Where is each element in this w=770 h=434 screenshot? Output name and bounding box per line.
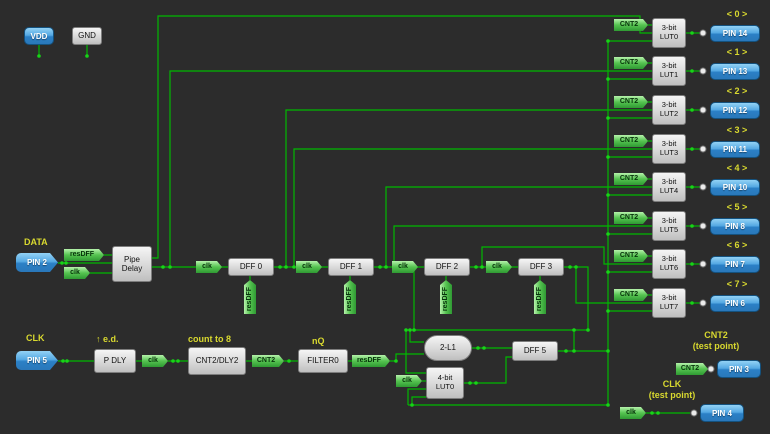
tag-resdff-dff2[interactable]: resDFF [440,280,452,314]
pin-5[interactable]: PIN 5 [16,351,58,370]
block-filter0[interactable]: FILTER0 [298,349,348,373]
lut-3bit-2[interactable]: 3-bit LUT2 [652,95,686,125]
tag-cnt2-row-4[interactable]: CNT2 [614,173,648,185]
pin-6[interactable]: PIN 6 [710,295,760,312]
vdd-block[interactable]: VDD [24,27,54,45]
block-p-dly[interactable]: P DLY [94,349,136,373]
tp-cnt2-tag[interactable]: CNT2 [676,363,708,375]
pin-8[interactable]: PIN 8 [710,218,760,235]
block-4bit-lut0[interactable]: 4-bit LUT0 [426,367,464,399]
data-label: DATA [24,237,48,247]
tag-resdff-dff1-label: resDFF [344,280,356,314]
pin-13[interactable]: PIN 13 [710,63,760,80]
block-dff-1[interactable]: DFF 1 [328,258,374,276]
tag-resdff-out[interactable]: resDFF [352,355,390,367]
tag-clk-pipe[interactable]: clk [64,267,90,279]
block-cnt2-dly2[interactable]: CNT2/DLY2 [188,347,246,375]
pin-3[interactable]: PIN 3 [717,360,761,378]
tag-cnt2-row-0[interactable]: CNT2 [614,19,648,31]
pin-7[interactable]: PIN 7 [710,256,760,273]
lut-3bit-1[interactable]: 3-bit LUT1 [652,56,686,86]
gnd-block[interactable]: GND [72,27,102,45]
tag-cnt2-row-6[interactable]: CNT2 [614,250,648,262]
tag-clk-counter[interactable]: clk [142,355,168,367]
lut-3bit-3[interactable]: 3-bit LUT3 [652,134,686,164]
tag-clk-lut4[interactable]: clk [396,375,422,387]
bit-label-2: < 2 > [726,86,748,96]
tag-clk-dff0[interactable]: clk [196,261,222,273]
tag-resdff-dff3[interactable]: resDFF [534,280,546,314]
tp-clk-label: CLK (test point) [648,379,696,400]
bit-label-0: < 0 > [726,9,748,19]
block-2-l1[interactable]: 2-L1 [424,335,472,361]
pin-11[interactable]: PIN 11 [710,141,760,158]
tag-resdff-dff0-label: resDFF [244,280,256,314]
pin-10[interactable]: PIN 10 [710,179,760,196]
tag-cnt2-row-2[interactable]: CNT2 [614,96,648,108]
block-dff-2[interactable]: DFF 2 [424,258,470,276]
tag-cnt2-row-1[interactable]: CNT2 [614,57,648,69]
block-pipe-delay[interactable]: Pipe Delay [112,246,152,282]
pin-12[interactable]: PIN 12 [710,102,760,119]
tag-resdff-dff0[interactable]: resDFF [244,280,256,314]
tag-cnt2-row-3[interactable]: CNT2 [614,135,648,147]
tag-cnt2-out[interactable]: CNT2 [252,355,284,367]
clk-label: CLK [26,333,45,343]
bit-label-3: < 3 > [726,125,748,135]
tag-resdff-dff1[interactable]: resDFF [344,280,356,314]
lut-3bit-6[interactable]: 3-bit LUT6 [652,249,686,279]
lut-3bit-0[interactable]: 3-bit LUT0 [652,18,686,48]
tag-clk-dff1[interactable]: clk [296,261,322,273]
bit-label-1: < 1 > [726,47,748,57]
tag-clk-dff3[interactable]: clk [486,261,512,273]
pin-2[interactable]: PIN 2 [16,253,58,272]
pin-4[interactable]: PIN 4 [700,404,744,422]
tag-resdff-dff2-label: resDFF [440,280,452,314]
bit-label-7: < 7 > [726,279,748,289]
block-dff-5[interactable]: DFF 5 [512,341,558,361]
lut-3bit-4[interactable]: 3-bit LUT4 [652,172,686,202]
bit-label-6: < 6 > [726,240,748,250]
tag-resdff-dff3-label: resDFF [534,280,546,314]
count-to-8-label: count to 8 [188,334,231,344]
block-dff-0[interactable]: DFF 0 [228,258,274,276]
block-dff-3[interactable]: DFF 3 [518,258,564,276]
bit-label-5: < 5 > [726,202,748,212]
pin-14[interactable]: PIN 14 [710,25,760,42]
tag-resdff-pipe[interactable]: resDFF [64,249,104,261]
bit-label-4: < 4 > [726,163,748,173]
tag-cnt2-row-7[interactable]: CNT2 [614,289,648,301]
tag-clk-dff2[interactable]: clk [392,261,418,273]
edge-detect-label: ↑ e.d. [96,334,119,344]
tp-clk-tag[interactable]: clk [620,407,646,419]
lut-3bit-5[interactable]: 3-bit LUT5 [652,211,686,241]
lut-3bit-7[interactable]: 3-bit LUT7 [652,288,686,318]
nq-label: nQ [312,336,325,346]
tag-cnt2-row-5[interactable]: CNT2 [614,212,648,224]
tp-cnt2-label: CNT2 (test point) [692,330,740,351]
